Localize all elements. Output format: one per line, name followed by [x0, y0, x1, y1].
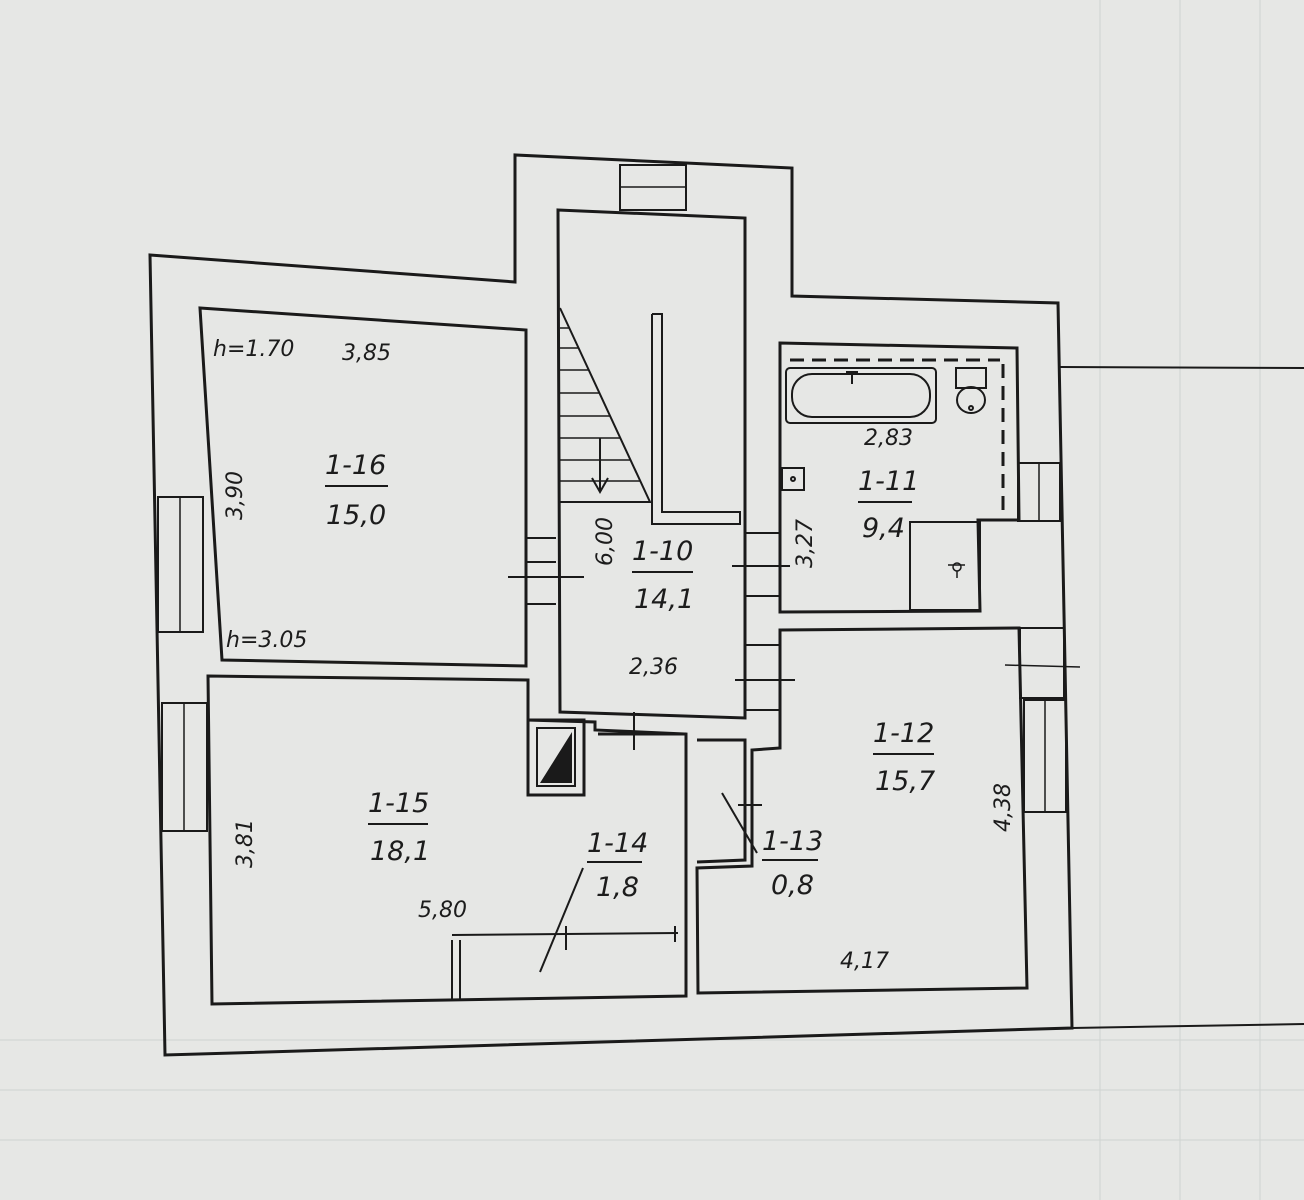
sink-icon — [909, 521, 981, 611]
adjacent-building-line — [1059, 366, 1304, 369]
staircase — [559, 307, 741, 525]
room-1-10-area: 14,1 — [634, 584, 694, 615]
ceiling-height-low: h=1.70 — [213, 337, 294, 362]
window-left-lower — [161, 702, 208, 832]
room-1-16-label: 1-16 — [325, 450, 386, 481]
room-1-12-label: 1-12 — [873, 718, 934, 749]
room-1-13-outline — [696, 738, 762, 864]
dimension-r15-width: 5,80 — [418, 898, 467, 923]
window-left-upper — [157, 496, 204, 633]
room-1-10-outline — [556, 208, 747, 720]
room-1-12-area: 15,7 — [875, 766, 935, 797]
room-1-11-area: 9,4 — [862, 513, 905, 544]
drain-icon — [781, 467, 805, 491]
room-1-15-outline — [206, 674, 688, 1006]
dimension-r10-length: 6,00 — [593, 517, 618, 566]
bathtub-icon — [785, 367, 937, 424]
ceiling-height-high: h=3.05 — [226, 628, 307, 653]
door-room-1-16 — [508, 537, 584, 605]
chimney-icon — [526, 718, 586, 797]
window-right-bath — [1017, 462, 1061, 522]
room-1-13-area: 0,8 — [771, 870, 814, 901]
outer-wall — [148, 153, 1074, 1057]
dimension-r12-width: 4,17 — [840, 949, 889, 974]
window-top — [619, 164, 687, 211]
window-right-room12 — [1023, 699, 1067, 813]
room-1-11-outline — [778, 341, 1021, 614]
room-1-14-outline — [451, 712, 686, 1000]
room-1-16-outline — [198, 306, 528, 668]
room-1-12-outline — [695, 626, 1029, 995]
dimension-r11-width: 2,83 — [864, 426, 913, 451]
dimension-r10-width: 2,36 — [629, 655, 678, 680]
room-1-13-label: 1-13 — [762, 826, 823, 857]
dimension-r15-depth: 3,81 — [233, 819, 258, 868]
dimension-r12-depth: 4,38 — [991, 783, 1016, 832]
dimension-r16-depth: 3,90 — [223, 471, 248, 520]
room-1-14-area: 1,8 — [596, 872, 639, 903]
toilet-icon — [955, 367, 987, 414]
dimension-r11-depth: 3,27 — [793, 519, 818, 568]
dimension-r16-width: 3,85 — [342, 341, 391, 366]
room-1-14-label: 1-14 — [587, 828, 648, 859]
room-1-11-label: 1-11 — [858, 466, 919, 497]
window-right-room12-upper — [1004, 627, 1081, 699]
room-1-10-label: 1-10 — [632, 536, 693, 567]
room-1-16-area: 15,0 — [326, 500, 386, 531]
room-1-15-label: 1-15 — [368, 788, 429, 819]
adjacent-building-line-bottom — [1071, 1023, 1304, 1029]
room-1-15-area: 18,1 — [370, 836, 430, 867]
door-room-1-12 — [735, 644, 795, 711]
